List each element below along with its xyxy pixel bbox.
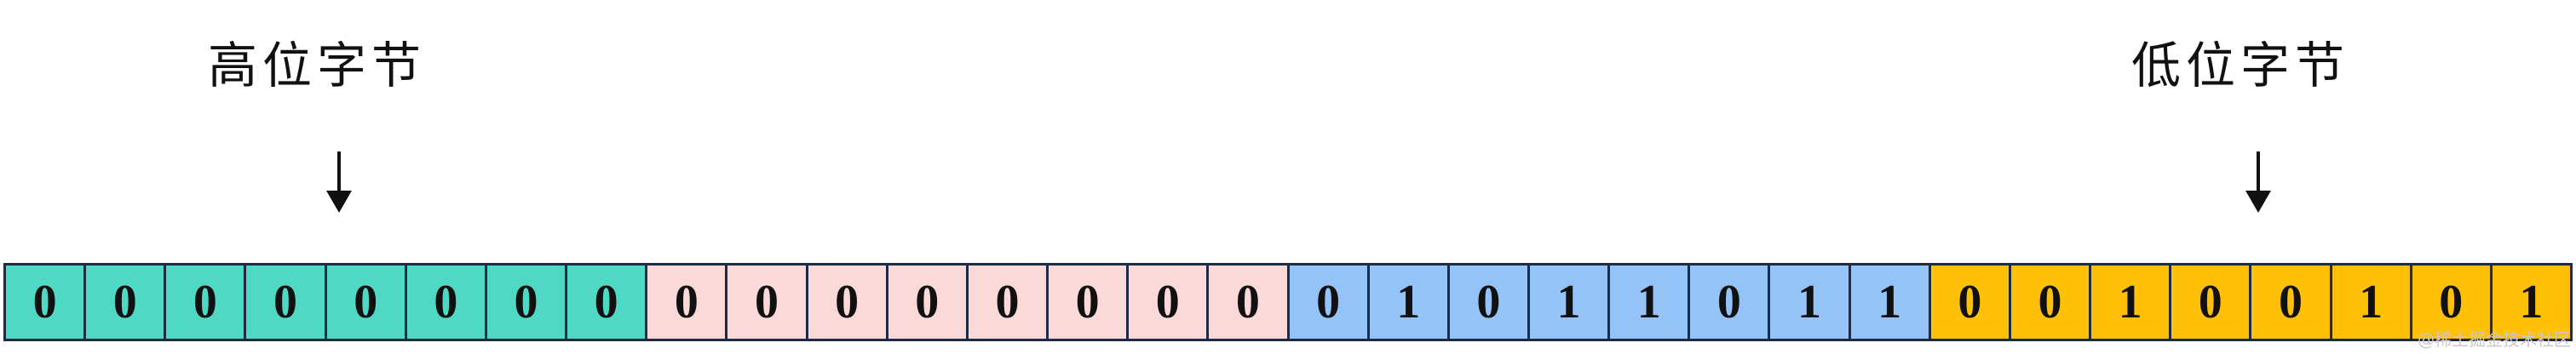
arrow-down-icon (2245, 151, 2271, 213)
bit-cell: 0 (727, 266, 808, 339)
bit-cell: 0 (406, 266, 487, 339)
bit-cell: 1 (2091, 266, 2172, 339)
bit-cell: 0 (1209, 266, 1290, 339)
bit-cell: 0 (968, 266, 1049, 339)
bit-cell: 0 (166, 266, 247, 339)
bit-cell: 0 (326, 266, 407, 339)
bit-cell: 0 (246, 266, 327, 339)
bit-cell: 0 (1289, 266, 1370, 339)
high-byte-label: 高位字节 (208, 37, 427, 94)
bit-cell: 1 (1850, 266, 1931, 339)
bit-cell: 1 (2332, 266, 2412, 339)
bit-cell: 0 (2412, 266, 2493, 339)
bit-cell: 0 (647, 266, 728, 339)
bit-cell: 0 (567, 266, 648, 339)
arrow-down-icon (326, 151, 352, 213)
bit-cell: 0 (1449, 266, 1530, 339)
bit-cell: 1 (1770, 266, 1851, 339)
bit-cell: 0 (2171, 266, 2252, 339)
bit-cell: 0 (486, 266, 568, 339)
bit-cell: 0 (2010, 266, 2092, 339)
bit-cell: 0 (1049, 266, 1130, 339)
bit-cell: 0 (1129, 266, 1210, 339)
bit-cell: 1 (1369, 266, 1450, 339)
bit-cell: 0 (1690, 266, 1771, 339)
bit-cell: 0 (86, 266, 167, 339)
bit-cell: 0 (1930, 266, 2011, 339)
bit-cell: 0 (888, 266, 969, 339)
bit-cell: 0 (808, 266, 888, 339)
watermark: @稀土掘金技术社区 (2418, 329, 2571, 350)
bit-cell: 0 (6, 266, 87, 339)
low-byte-label: 低位字节 (2131, 37, 2350, 94)
bit-cell: 0 (2251, 266, 2332, 339)
bit-cell: 1 (1529, 266, 1611, 339)
bit-cell: 1 (2492, 266, 2570, 339)
bit-cell: 1 (1610, 266, 1691, 339)
